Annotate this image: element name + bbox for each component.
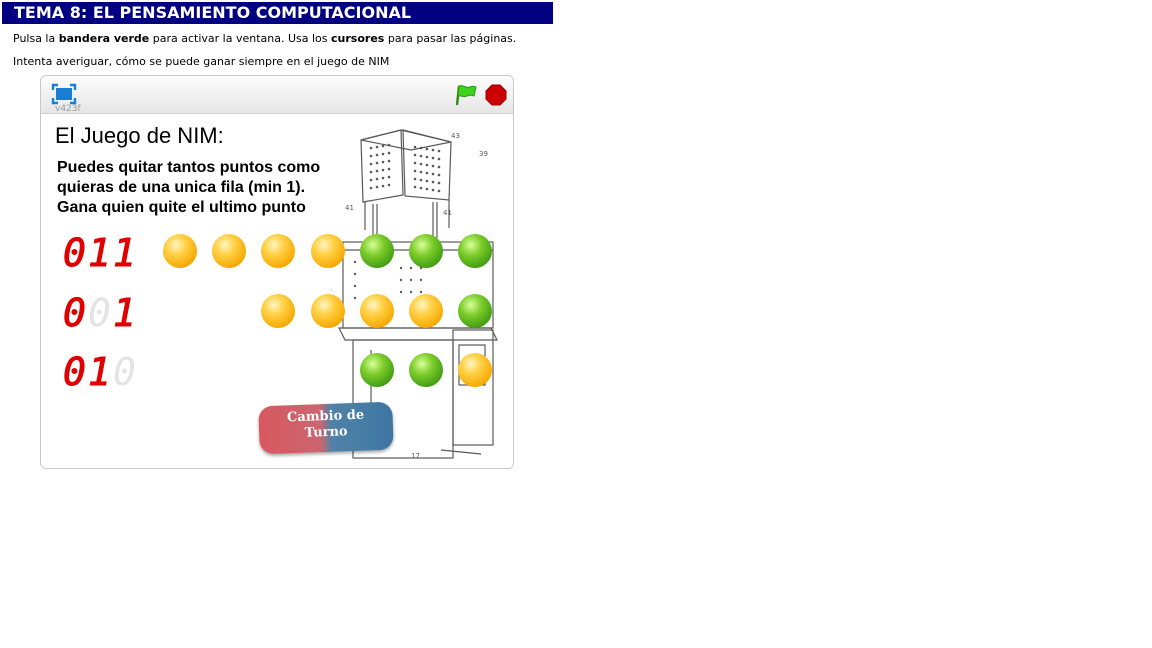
green-dot[interactable] [458, 294, 493, 328]
game-title: El Juego de NIM: [55, 123, 224, 148]
orange-dot[interactable] [212, 234, 247, 268]
binary-digit: 0 [88, 291, 113, 335]
instruction-text: Pulsa la [13, 32, 59, 45]
turn-button-label-line-2: Turno [304, 424, 348, 441]
green-dot[interactable] [359, 353, 394, 387]
rule-line: Gana quien quite el ultimo punto [57, 199, 306, 216]
change-turn-button[interactable]: Cambio de Turno [258, 401, 394, 455]
scratch-player: v423f [40, 75, 514, 469]
orange-dot[interactable] [163, 234, 197, 268]
binary-digit: 1 [88, 231, 113, 275]
instruction-text: para activar la ventana. Usa los [149, 32, 332, 45]
version-label: v423f [55, 104, 81, 114]
green-dot[interactable] [458, 234, 493, 268]
binary-counter: 001 [63, 291, 143, 335]
binary-digit: 0 [63, 350, 88, 394]
orange-dot[interactable] [310, 234, 345, 268]
green-dot[interactable] [409, 234, 443, 268]
svg-text:13: 13 [331, 286, 332, 294]
binary-digit: 1 [113, 231, 138, 275]
binary-digit: 0 [63, 291, 88, 335]
page-title: TEMA 8: EL PENSAMIENTO COMPUTACIONAL [2, 2, 553, 24]
orange-dot[interactable] [409, 294, 443, 328]
rule-line: Puedes quitar tantos puntos como [57, 159, 321, 176]
instruction-text: para pasar las páginas. [384, 32, 517, 45]
binary-counter: 011 [63, 231, 143, 275]
orange-dot[interactable] [261, 234, 296, 268]
instruction-line-1: Pulsa la bandera verde para activar la v… [13, 32, 516, 45]
stop-sign-icon[interactable] [485, 84, 507, 106]
instruction-bold-green-flag: bandera verde [58, 32, 150, 45]
svg-text:43: 43 [451, 132, 460, 140]
orange-dot[interactable] [310, 294, 345, 328]
green-flag-icon[interactable] [454, 83, 478, 107]
game-stage: 43 39 41 41 13 17 [41, 114, 513, 468]
binary-counter: 010 [63, 350, 143, 394]
green-dot[interactable] [359, 234, 394, 268]
green-dot[interactable] [409, 353, 443, 387]
instruction-bold-cursors: cursores [331, 32, 385, 45]
instruction-line-2: Intenta averiguar, cómo se puede ganar s… [13, 55, 390, 68]
game-rules: Puedes quitar tantos puntos como quieras… [57, 158, 320, 218]
rule-line: quieras de una unica fila (min 1). [57, 179, 306, 196]
fullscreen-icon[interactable] [51, 83, 77, 105]
binary-digit: 1 [88, 350, 113, 394]
binary-digit: 0 [63, 231, 88, 275]
orange-dot[interactable] [261, 294, 296, 328]
svg-text:41: 41 [443, 209, 452, 217]
binary-digit: 0 [113, 350, 138, 394]
orange-dot[interactable] [458, 353, 493, 387]
svg-text:39: 39 [479, 150, 488, 158]
player-toolbar: v423f [41, 76, 513, 114]
svg-text:17: 17 [411, 452, 420, 460]
orange-dot[interactable] [359, 294, 394, 328]
svg-text:41: 41 [345, 204, 354, 212]
binary-digit: 1 [113, 291, 138, 335]
